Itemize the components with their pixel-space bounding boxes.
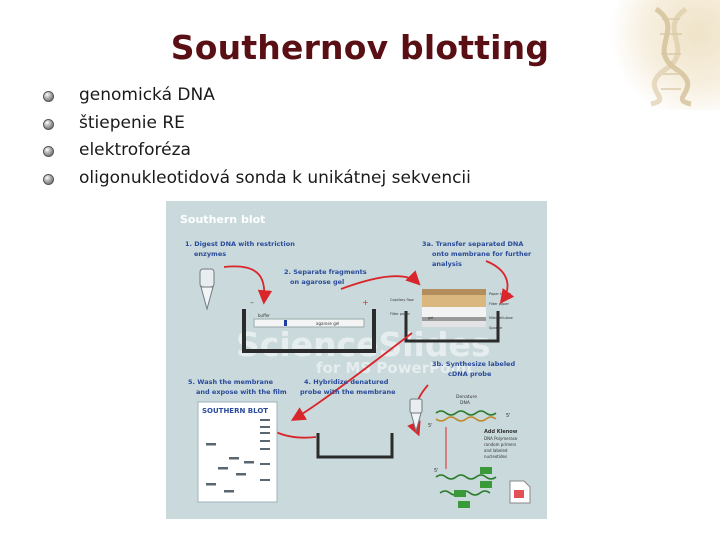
southern-blot-film: SOUTHERN BLOT xyxy=(198,402,277,502)
southern-blot-diagram: ScienceSlides for MS PowerPoint Southern… xyxy=(166,201,547,519)
stack-label-towels: Paper towels xyxy=(489,292,512,296)
strand-start-mark: 5' xyxy=(428,423,433,429)
stack-label-filter: Filter paper xyxy=(489,302,510,306)
step2-line2: on agarose gel xyxy=(290,278,344,286)
arrow-gel-to-stack xyxy=(341,276,418,289)
strand-mark-lower: 5' xyxy=(434,468,439,474)
stack-label-filter2: Filter paper xyxy=(390,312,411,316)
probe-label-nucleotides: nucleotides xyxy=(484,454,507,459)
slide-title: Southernov blotting xyxy=(0,28,720,67)
step3a-line3: analysis xyxy=(432,260,462,268)
strand-end-mark: 5' xyxy=(506,413,511,419)
film-label: SOUTHERN BLOT xyxy=(202,407,268,415)
probe-label-dna: DNA xyxy=(460,400,471,406)
arrow-step1-to-gel xyxy=(224,266,264,301)
stack-label-nitro: Nitrocellulose xyxy=(489,316,513,320)
bullet-item: genomická DNA xyxy=(40,82,471,110)
hybridization-tray xyxy=(318,433,392,457)
bullet-text: elektroforéza xyxy=(79,140,191,160)
figure-heading: Southern blot xyxy=(180,213,265,226)
stack-label-gel: gel xyxy=(428,316,433,320)
bullet-icon xyxy=(43,119,54,130)
step3b-line2: cDNA probe xyxy=(448,370,492,378)
minus-electrode: – xyxy=(250,298,254,307)
document-icon xyxy=(510,481,530,503)
probe-label-denature: Denature xyxy=(456,394,477,400)
step5-line1: 5. Wash the membrane xyxy=(188,378,274,386)
bullet-text: oligonukleotidová sonda k unikátnej sekv… xyxy=(79,168,471,188)
step1-line1: 1. Digest DNA with restriction xyxy=(185,240,295,248)
step2-line1: 2. Separate fragments xyxy=(284,268,367,276)
step4-line1: 4. Hybridize denatured xyxy=(304,378,389,386)
gel-label: agarose gel xyxy=(316,321,339,326)
stack-label-capillary: Capillary flow xyxy=(390,298,414,302)
bullet-text: štiepenie RE xyxy=(79,113,185,133)
bullet-icon xyxy=(43,174,54,185)
step4-line2: probe with the membrane xyxy=(300,388,396,396)
bullet-icon xyxy=(43,91,54,102)
probe-label-primers: random primers xyxy=(484,442,516,447)
plus-electrode: + xyxy=(362,298,369,307)
bullet-list: genomická DNA štiepenie RE elektroforéza… xyxy=(40,82,471,192)
bullet-item: oligonukleotidová sonda k unikátnej sekv… xyxy=(40,165,471,193)
bullet-item: štiepenie RE xyxy=(40,110,471,138)
bullet-text: genomická DNA xyxy=(79,85,215,105)
buffer-label: buffer xyxy=(258,313,270,318)
southern-blot-figure: ScienceSlides for MS PowerPoint Southern… xyxy=(166,201,547,519)
probe-label-polymerase: DNA Polymerase xyxy=(484,436,518,441)
probe-label-klenow: Add Klenow xyxy=(484,429,518,435)
stack-label-sponge: Sponge xyxy=(489,326,502,330)
pipette-icon xyxy=(200,269,214,309)
probe-label-labeled: and labeled xyxy=(484,448,508,453)
step3a-line1: 3a. Transfer separated DNA xyxy=(422,240,523,248)
bullet-item: elektroforéza xyxy=(40,137,471,165)
step3a-line2: onto membrane for further xyxy=(432,250,532,258)
step1-line2: enzymes xyxy=(194,250,226,258)
probe-synthesis: Denature DNA 5' 5' Add Klenow DNA Polyme… xyxy=(410,394,530,508)
bullet-icon xyxy=(43,146,54,157)
step3b-line1: 3b. Synthesize labeled xyxy=(432,360,515,368)
step5-line2: and expose with the film xyxy=(196,388,287,396)
